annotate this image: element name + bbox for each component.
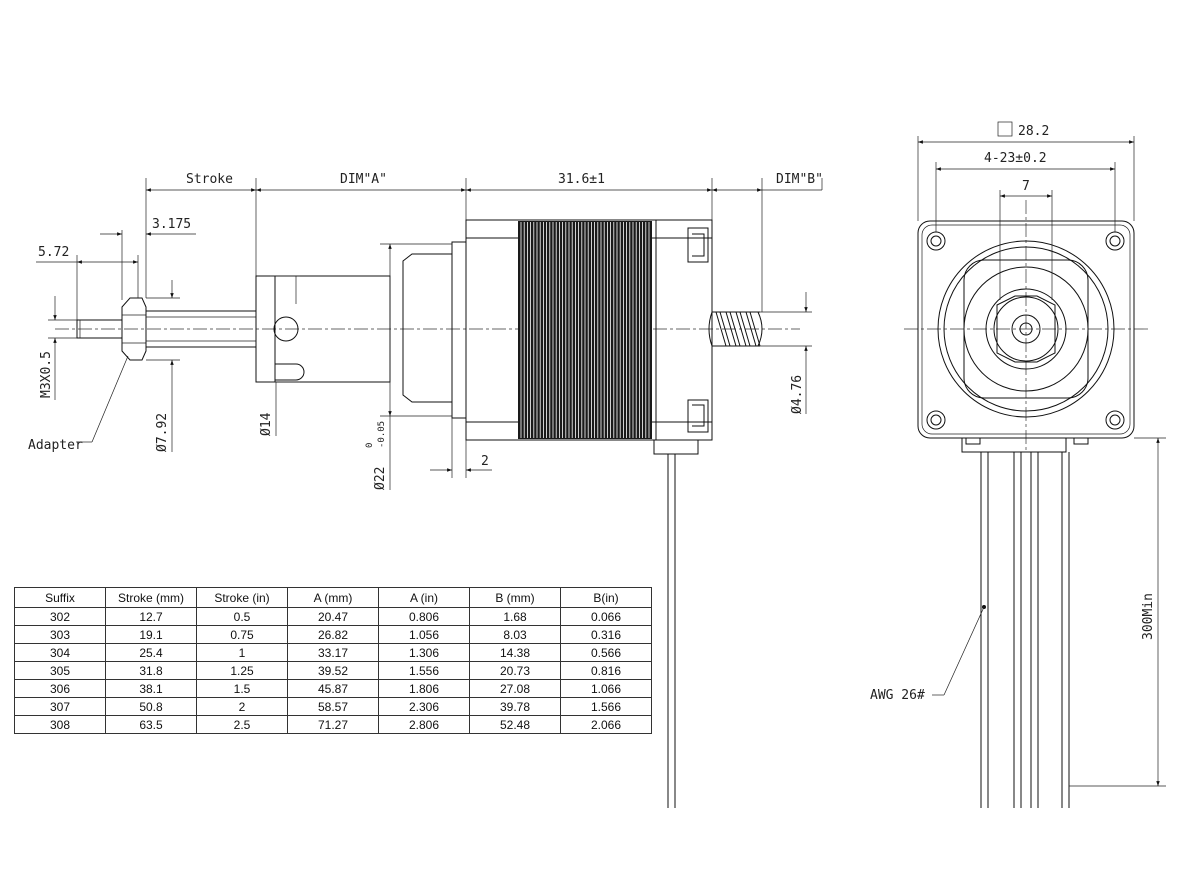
dim-476: Ø4.76 (790, 375, 805, 414)
table-cell: 71.27 (287, 715, 379, 734)
table-cell: 0.316 (560, 625, 652, 644)
table-cell: 20.73 (469, 661, 561, 680)
table-cell: 307 (14, 697, 106, 716)
front-view: 28.2 4-23±0.2 7 300Min AWG 26# (870, 121, 1166, 808)
table-header-cell: Stroke (in) (196, 587, 288, 608)
adapter-label: Adapter (28, 438, 83, 453)
table-cell: 26.82 (287, 625, 379, 644)
table-cell: 1.25 (196, 661, 288, 680)
table-cell: 303 (14, 625, 106, 644)
table-cell: 58.57 (287, 697, 379, 716)
lead-wires-front (961, 437, 1089, 808)
table-cell: 0.806 (378, 607, 470, 626)
pilot (402, 241, 467, 419)
table-cell: 2 (196, 697, 288, 716)
table-cell: 45.87 (287, 679, 379, 698)
table-cell: 0.566 (560, 643, 652, 662)
dim-572: 5.72 (38, 245, 69, 260)
dim-2: 2 (481, 454, 489, 469)
stroke-dim: Stroke (186, 172, 233, 187)
table-cell: 63.5 (105, 715, 197, 734)
table-cell: 1 (196, 643, 288, 662)
dim-3175: 3.175 (152, 217, 191, 232)
table-header-cell: Stroke (mm) (105, 587, 197, 608)
table-cell: 305 (14, 661, 106, 680)
mounting-holes (926, 231, 1125, 430)
lead-wire-side (653, 439, 699, 808)
table-header-cell: Suffix (14, 587, 106, 608)
table-cell: 1.066 (560, 679, 652, 698)
dim-22-tol-lower: -0.05 (377, 421, 387, 448)
table-cell: 1.68 (469, 607, 561, 626)
table-cell: 39.52 (287, 661, 379, 680)
table-cell: 2.806 (378, 715, 470, 734)
dim-14: Ø14 (259, 412, 274, 436)
dim-792: Ø7.92 (155, 413, 170, 452)
table-cell: 304 (14, 643, 106, 662)
dim-22-tol-upper: 0 (365, 443, 375, 448)
table-header-cell: A (mm) (287, 587, 379, 608)
table-cell: 50.8 (105, 697, 197, 716)
awg-label: AWG 26# (870, 688, 925, 703)
table-cell: 2.306 (378, 697, 470, 716)
table-cell: 0.5 (196, 607, 288, 626)
dim-28-2: 28.2 (1018, 124, 1049, 139)
table-cell: 27.08 (469, 679, 561, 698)
dim-7: 7 (1022, 179, 1030, 194)
dim-b-label: DIM"B" (776, 172, 823, 187)
table-cell: 0.75 (196, 625, 288, 644)
table-header-cell: B (mm) (469, 587, 561, 608)
table-cell: 12.7 (105, 607, 197, 626)
dim-a-label: DIM"A" (340, 172, 387, 187)
table-cell: 33.17 (287, 643, 379, 662)
table-header-cell: A (in) (378, 587, 470, 608)
table-cell: 1.566 (560, 697, 652, 716)
table-cell: 8.03 (469, 625, 561, 644)
table-cell: 19.1 (105, 625, 197, 644)
table-cell: 0.066 (560, 607, 652, 626)
table-cell: 1.806 (378, 679, 470, 698)
table-cell: 306 (14, 679, 106, 698)
table-cell: 0.816 (560, 661, 652, 680)
dim-22: Ø22 (373, 467, 388, 490)
table-header-cell: B(in) (560, 587, 652, 608)
table-cell: 308 (14, 715, 106, 734)
collar (255, 275, 391, 383)
table-cell: 2.066 (560, 715, 652, 734)
table-cell: 1.306 (378, 643, 470, 662)
table-cell: 38.1 (105, 679, 197, 698)
table-cell: 1.5 (196, 679, 288, 698)
table-cell: 2.5 (196, 715, 288, 734)
table-cell: 39.78 (469, 697, 561, 716)
table-cell: 1.556 (378, 661, 470, 680)
table-cell: 31.8 (105, 661, 197, 680)
dim-hole-spacing: 4-23±0.2 (984, 151, 1047, 166)
table-cell: 1.056 (378, 625, 470, 644)
rear-screw (708, 311, 763, 347)
table-cell: 52.48 (469, 715, 561, 734)
table-cell: 14.38 (469, 643, 561, 662)
table-cell: 25.4 (105, 643, 197, 662)
dim-m3: M3X0.5 (39, 351, 54, 398)
table-cell: 302 (14, 607, 106, 626)
motor-body (465, 219, 713, 441)
body-length-dim: 31.6±1 (558, 172, 605, 187)
table-cell: 20.47 (287, 607, 379, 626)
adapter-hex (121, 297, 147, 361)
dim-300min: 300Min (1141, 593, 1156, 640)
side-view: Stroke DIM"A" 31.6±1 DIM"B" 3.175 5.72 M… (28, 172, 823, 808)
